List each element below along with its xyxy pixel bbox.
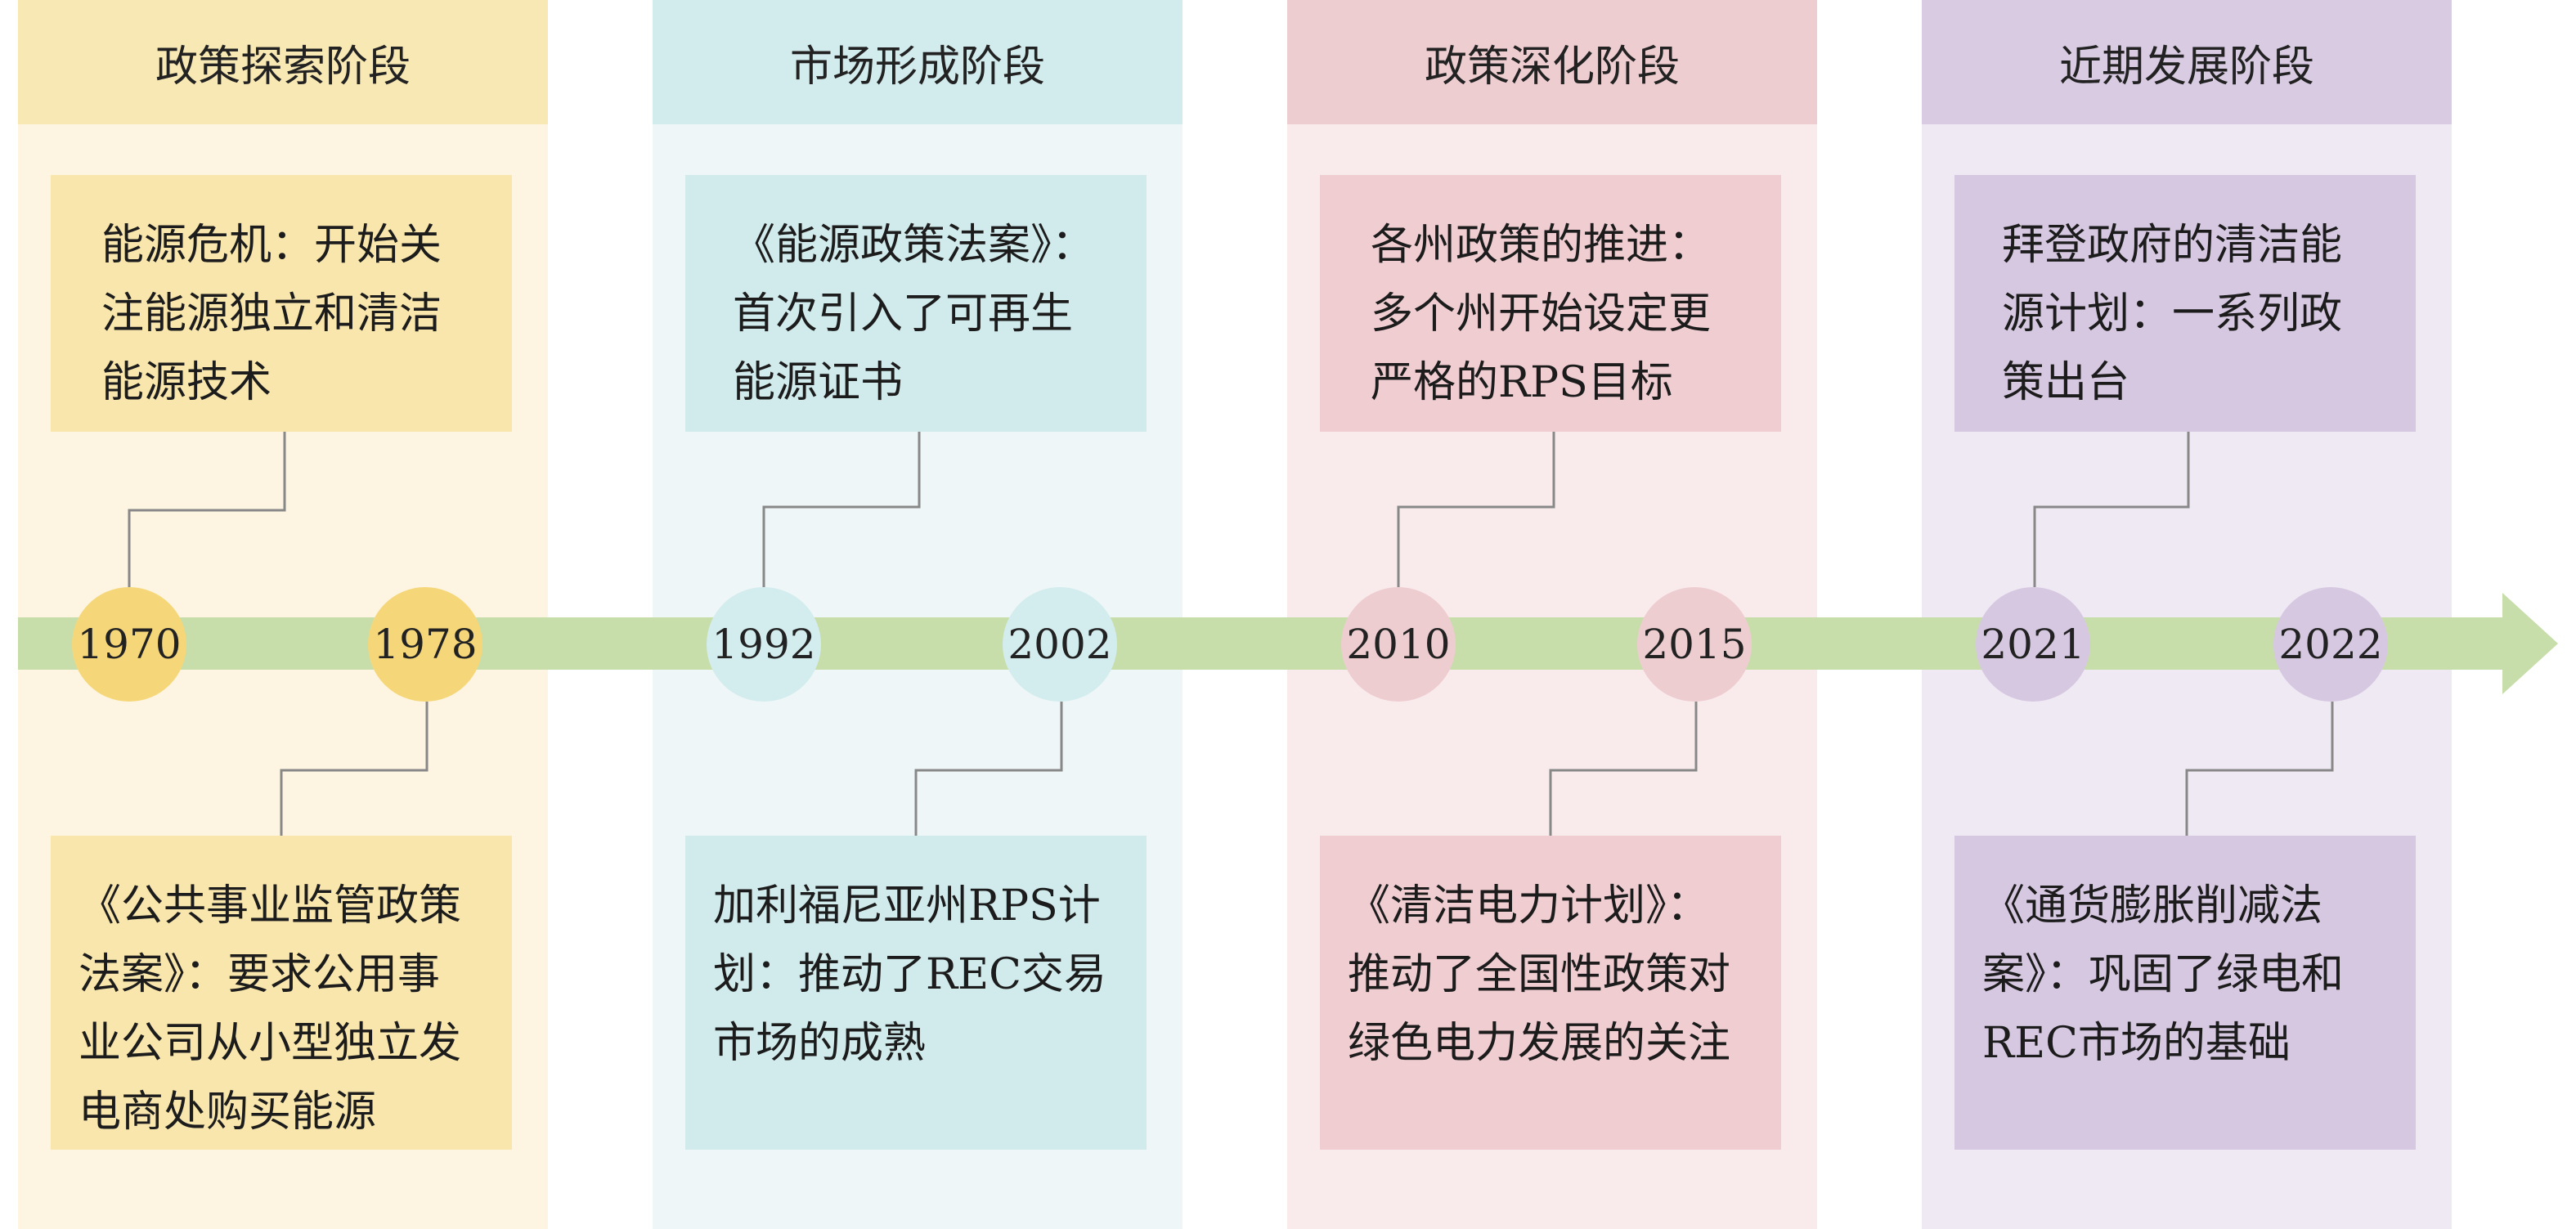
timeline-arrowhead: [2502, 593, 2558, 694]
event-box-2010: 各州政策的推进：多个州开始设定更严格的RPS目标: [1320, 175, 1781, 432]
connector-1978: [280, 702, 429, 836]
connector-2021: [2033, 425, 2190, 587]
connector-2010: [1397, 432, 1555, 587]
year-circle-1970: 1970: [72, 587, 186, 702]
year-circle-1978: 1978: [368, 587, 482, 702]
connector-2022: [2185, 702, 2334, 836]
event-box-2022: 《通货膨胀削减法案》：巩固了绿电和REC市场的基础: [1954, 836, 2416, 1150]
year-circle-2021: 2021: [1976, 587, 2090, 702]
year-circle-2002: 2002: [1003, 587, 1117, 702]
event-box-2021: 拜登政府的清洁能源计划：一系列政策出台: [1954, 175, 2416, 432]
connector-2015: [1549, 702, 1698, 836]
year-circle-2010: 2010: [1341, 587, 1456, 702]
event-box-1992: 《能源政策法案》：首次引入了可再生能源证书: [685, 175, 1147, 432]
event-box-2002: 加利福尼亚州RPS计划：推动了REC交易市场的成熟: [685, 836, 1147, 1150]
connector-1992: [762, 432, 921, 587]
year-circle-2015: 2015: [1637, 587, 1752, 702]
event-box-1970: 能源危机：开始关注能源独立和清洁能源技术: [51, 175, 512, 432]
stage-title-2: 市场形成阶段: [653, 0, 1183, 124]
connector-2002: [914, 702, 1063, 836]
stage-title-4: 近期发展阶段: [1922, 0, 2452, 124]
year-circle-1992: 1992: [707, 587, 821, 702]
event-box-1978: 《公共事业监管政策法案》：要求公用事业公司从小型独立发电商处购买能源: [51, 836, 512, 1150]
year-circle-2022: 2022: [2273, 587, 2388, 702]
event-box-2015: 《清洁电力计划》：推动了全国性政策对绿色电力发展的关注: [1320, 836, 1781, 1150]
connector-1970: [128, 432, 286, 587]
stage-title-1: 政策探索阶段: [18, 0, 548, 124]
stage-title-3: 政策深化阶段: [1287, 0, 1817, 124]
